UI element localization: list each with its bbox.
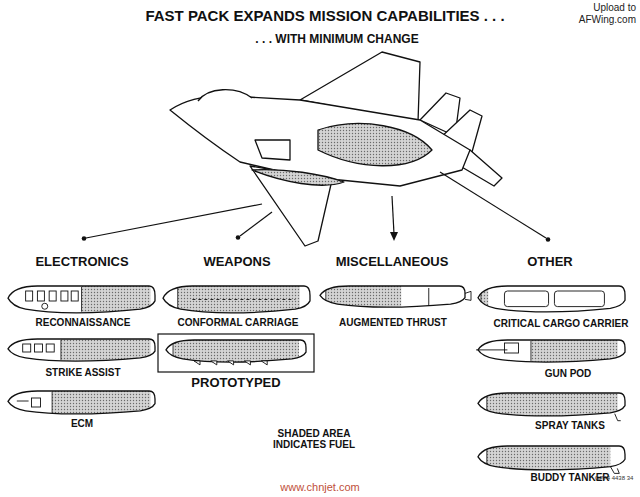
pod-label: AUGMENTED THRUST [339, 317, 447, 329]
pods [8, 284, 625, 473]
pod-label: GUN POD [545, 368, 592, 380]
pod-label: STRIKE ASSIST [45, 367, 120, 379]
pod-sketch [478, 284, 625, 314]
pod-sketch [478, 444, 625, 473]
aircraft [170, 52, 502, 246]
pod-sketch [320, 284, 471, 309]
category-heading: OTHER [527, 255, 573, 270]
category-heading: MISCELLANEOUS [336, 255, 449, 270]
pod-label: CRITICAL CARGO CARRIER [494, 318, 629, 330]
pod-sketch [8, 389, 155, 416]
leader-dots [82, 232, 551, 242]
category-heading: ELECTRONICS [35, 255, 128, 270]
pod-sketch [8, 337, 155, 363]
prototype-frame [158, 334, 314, 372]
pod-sketch [166, 338, 306, 365]
pod-sketch [476, 338, 625, 364]
pod-label: PROTOTYPED [191, 376, 280, 391]
pod-sketch [163, 284, 310, 315]
subtitle: . . . WITH MINIMUM CHANGE [255, 33, 418, 47]
watermark: Upload to AFWing.com [572, 2, 636, 25]
pod-sketch [478, 391, 625, 421]
pod-label: ECM [71, 418, 93, 430]
title: FAST PACK EXPANDS MISSION CAPABILITIES .… [145, 7, 504, 24]
pod-label: RECONNAISSANCE [35, 317, 130, 329]
figure-number: GP74 4438 34 [595, 475, 634, 482]
pod-label: CONFORMAL CARRIAGE [178, 317, 299, 329]
category-heading: WEAPONS [203, 255, 270, 270]
pod-sketch [8, 284, 155, 315]
watermark: www.chnjet.com [280, 481, 359, 494]
note: SHADED AREA INDICATES FUEL [264, 428, 364, 451]
leader-lines [86, 172, 546, 238]
pod-label: SPRAY TANKS [535, 420, 605, 432]
